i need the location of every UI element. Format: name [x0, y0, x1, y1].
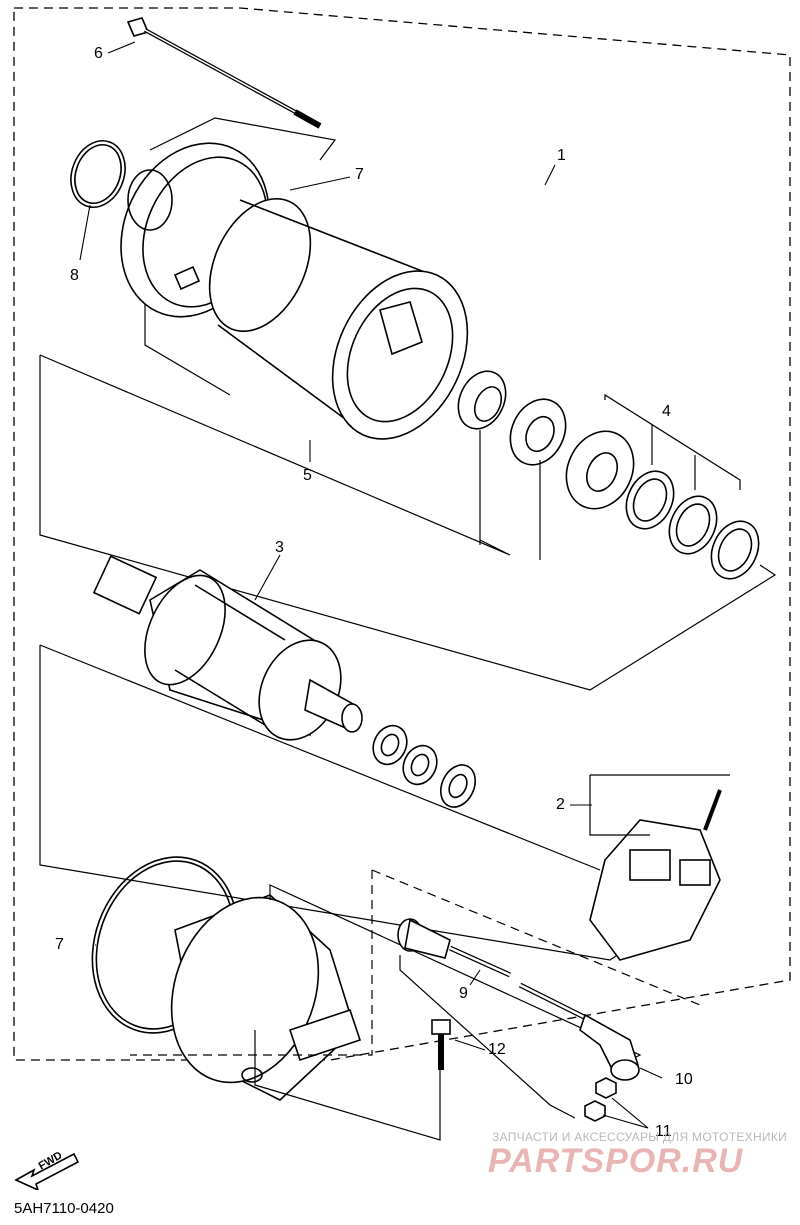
- callout-4: 4: [662, 403, 671, 420]
- callout-7-top: 7: [355, 166, 364, 183]
- rear-cover: [170, 894, 362, 1101]
- lead-wire: [397, 918, 592, 1023]
- armature: [92, 555, 363, 741]
- mounting-bolt: [431, 1019, 451, 1070]
- assembly-boundary: [13, 7, 791, 1061]
- washer-a: [509, 398, 567, 466]
- callout-9: 9: [459, 985, 468, 1002]
- bushing: [439, 764, 477, 808]
- nut-b: [584, 1100, 606, 1122]
- bearing: [457, 370, 507, 430]
- callout-3: 3: [275, 539, 284, 556]
- callout-6: 6: [94, 45, 103, 62]
- diagram-code: 5AH7110-0420: [14, 1200, 114, 1217]
- washer-b: [372, 724, 408, 766]
- forward-arrow-icon: [14, 1152, 80, 1190]
- callout-8: 8: [70, 267, 79, 284]
- through-bolt: [126, 17, 322, 129]
- callout-11: 11: [655, 1123, 672, 1140]
- callout-12: 12: [488, 1041, 506, 1058]
- shim-set: [565, 393, 760, 580]
- o-ring-small: [70, 140, 126, 208]
- brush-holder: [589, 774, 730, 961]
- callout-7-bottom: 7: [55, 936, 64, 953]
- callout-1: 1: [557, 147, 566, 164]
- watermark-tagline: ЗАПЧАСТИ И АКСЕССУАРЫ ДЛЯ МОТОТЕХНИКИ: [492, 1130, 788, 1144]
- callout-5: 5: [303, 467, 312, 484]
- callout-2: 2: [556, 796, 565, 813]
- nut-a: [595, 1077, 617, 1099]
- callout-10: 10: [675, 1071, 693, 1088]
- yoke-housing: [208, 197, 469, 440]
- watermark-logo: PARTSPOR.RU: [488, 1142, 744, 1180]
- washer-c: [402, 744, 438, 786]
- terminal-boot: [579, 1013, 640, 1081]
